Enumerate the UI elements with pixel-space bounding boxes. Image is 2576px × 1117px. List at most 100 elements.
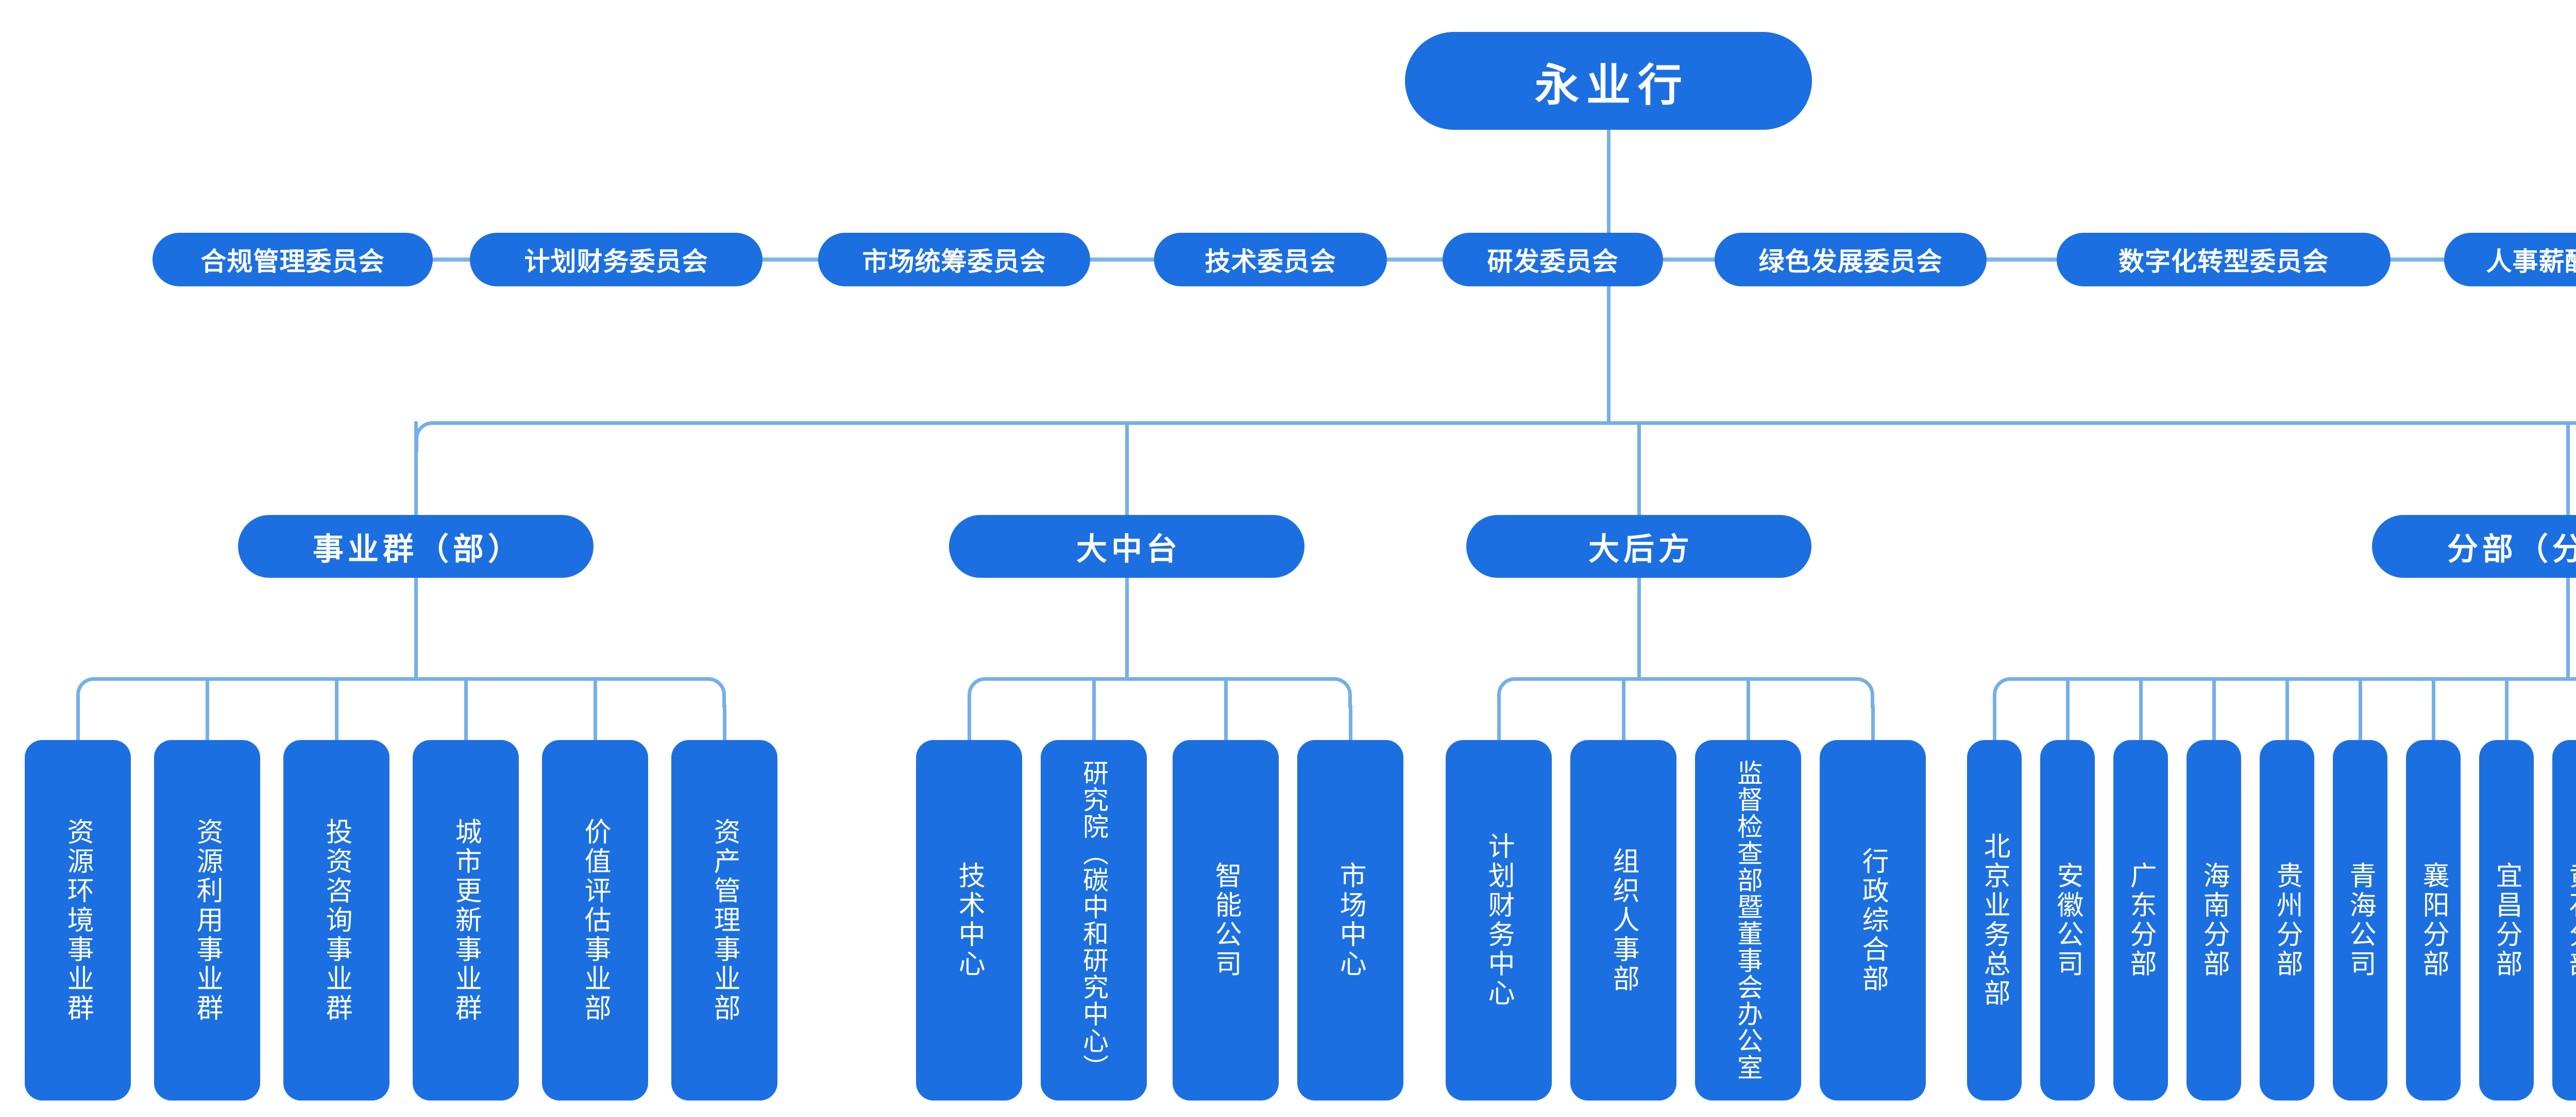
committee-node[interactable]: 合规管理委员会 [152,233,433,286]
leaf-node-label: 城市更新事业群 [451,817,481,1023]
leaf-drop-connector [2505,677,2509,740]
leaf-node-label: 资产管理事业部 [709,817,740,1023]
committee-node[interactable]: 计划财务委员会 [470,233,762,286]
leaf-node-label: 市场中心 [1335,862,1366,979]
leaf-node[interactable]: 贵州分部 [2260,740,2314,1101]
leaf-node[interactable]: 组织人事部 [1570,740,1676,1101]
leaf-node[interactable]: 资源环境事业群 [25,740,131,1101]
group-drop-connector [2566,421,2570,515]
committee-node-label: 人事薪酬委员会 [2486,247,2576,276]
child-bus-connector [987,677,1333,681]
leaf-node[interactable]: 技术中心 [916,740,1022,1101]
connector-root-to-groups [1607,286,1611,421]
leaf-node[interactable]: 资源利用事业群 [154,740,260,1101]
committee-node-label: 绿色发展委员会 [1758,247,1943,276]
leaf-drop-connector [1622,677,1625,740]
root-node-label: 永业行 [1535,60,1689,110]
group-header-label: 大后方 [1588,531,1693,566]
child-bus-connector [1516,677,1855,681]
child-bus-left-elbow [968,677,988,708]
group-drop-connector [414,421,418,515]
leaf-node-label: 海南分部 [2199,862,2229,979]
root-node[interactable]: 永业行 [1405,32,1812,130]
leaf-node[interactable]: 城市更新事业群 [413,740,519,1101]
leaf-drop-connector [2285,677,2289,740]
leaf-node[interactable]: 广东分部 [2113,740,2168,1101]
leaf-drop-connector [1092,677,1096,740]
leaf-drop-connector [1871,705,1875,740]
leaf-drop-connector [76,705,80,740]
leaf-node[interactable]: 计划财务中心 [1446,740,1552,1101]
leaf-node-label: 资源利用事业群 [192,817,223,1023]
committee-node[interactable]: 数字化转型委员会 [2057,233,2391,286]
leaf-node-label: 投资咨询事业群 [321,817,352,1023]
leaf-node[interactable]: 襄阳分部 [2406,740,2461,1101]
leaf-drop-connector [2066,677,2070,740]
child-bus-right-elbow [1854,677,1874,708]
leaf-node[interactable]: 青海公司 [2333,740,2387,1101]
committee-node[interactable]: 人事薪酬委员会 [2444,233,2576,286]
leaf-node[interactable]: 海南分部 [2187,740,2241,1101]
leaf-drop-connector [2212,677,2216,740]
child-bus-right-elbow [1331,677,1352,708]
leaf-drop-connector [206,677,209,740]
leaf-node-label: 行政综合部 [1858,847,1888,994]
group-stem-connector [414,578,418,677]
connector-groups-bus-left-elbow [415,421,446,452]
group-stem-connector [2566,578,2570,677]
leaf-node-label: 青海公司 [2345,862,2376,979]
leaf-node-label: 组织人事部 [1608,847,1639,994]
leaf-drop-connector [1224,677,1228,740]
leaf-drop-connector [968,705,971,740]
committee-node[interactable]: 研发委员会 [1443,233,1663,286]
group-stem-connector [1637,578,1641,677]
group-header-node[interactable]: 分部（分公司） [2372,515,2576,578]
committee-connector [1090,257,1154,262]
group-header-label: 大中台 [1076,531,1181,566]
leaf-drop-connector [594,677,597,740]
leaf-node[interactable]: 智能公司 [1173,740,1279,1101]
leaf-node-label: 广东分部 [2126,862,2156,979]
group-stem-connector [1125,578,1129,677]
leaf-node-label: 安徽公司 [2053,862,2083,979]
leaf-node[interactable]: 研究院（碳中和研究中心） [1041,740,1147,1101]
leaf-node-label: 黄石分部 [2565,862,2576,979]
leaf-node[interactable]: 北京业务总部 [1967,740,2022,1101]
committee-node[interactable]: 绿色发展委员会 [1715,233,1987,286]
group-drop-connector [1125,421,1129,515]
leaf-node[interactable]: 行政综合部 [1820,740,1926,1101]
committee-node[interactable]: 市场统筹委员会 [818,233,1090,286]
leaf-node[interactable]: 安徽公司 [2040,740,2095,1101]
committee-node-label: 合规管理委员会 [200,247,385,276]
committee-node[interactable]: 技术委员会 [1154,233,1387,286]
committee-node-label: 技术委员会 [1205,247,1336,276]
leaf-node[interactable]: 市场中心 [1297,740,1403,1101]
leaf-drop-connector [1497,705,1501,740]
committee-connector [1663,257,1715,262]
leaf-drop-connector [2359,677,2362,740]
leaf-node[interactable]: 价值评估事业部 [542,740,648,1101]
leaf-node[interactable]: 宜昌分部 [2479,740,2534,1101]
group-header-label: 分部（分公司） [2447,531,2576,566]
leaf-node[interactable]: 黄石分部 [2552,740,2576,1101]
connector-root-stem [1607,130,1611,233]
group-header-node[interactable]: 事业群（部） [238,515,594,578]
leaf-node-label: 价值评估事业部 [580,817,611,1023]
child-bus-left-elbow [1497,677,1518,708]
leaf-node[interactable]: 投资咨询事业群 [283,740,389,1101]
leaf-node-label: 襄阳分部 [2418,862,2449,979]
committee-node-label: 数字化转型委员会 [2119,247,2329,276]
group-header-node[interactable]: 大中台 [949,515,1304,578]
leaf-node[interactable]: 资产管理事业部 [671,740,777,1101]
committee-node-label: 研发委员会 [1487,247,1619,276]
leaf-drop-connector [335,677,338,740]
committee-node-label: 市场统筹委员会 [862,247,1046,276]
leaf-node[interactable]: 监督检查部暨董事会办公室 [1695,740,1801,1101]
child-bus-left-elbow [76,677,97,708]
group-header-node[interactable]: 大后方 [1466,515,1811,578]
leaf-node-label: 研究院（碳中和研究中心） [1079,760,1108,1081]
leaf-drop-connector [2139,677,2143,740]
leaf-node-label: 技术中心 [954,862,985,979]
child-bus-left-elbow [1993,677,2013,708]
child-bus-right-elbow [705,677,726,708]
